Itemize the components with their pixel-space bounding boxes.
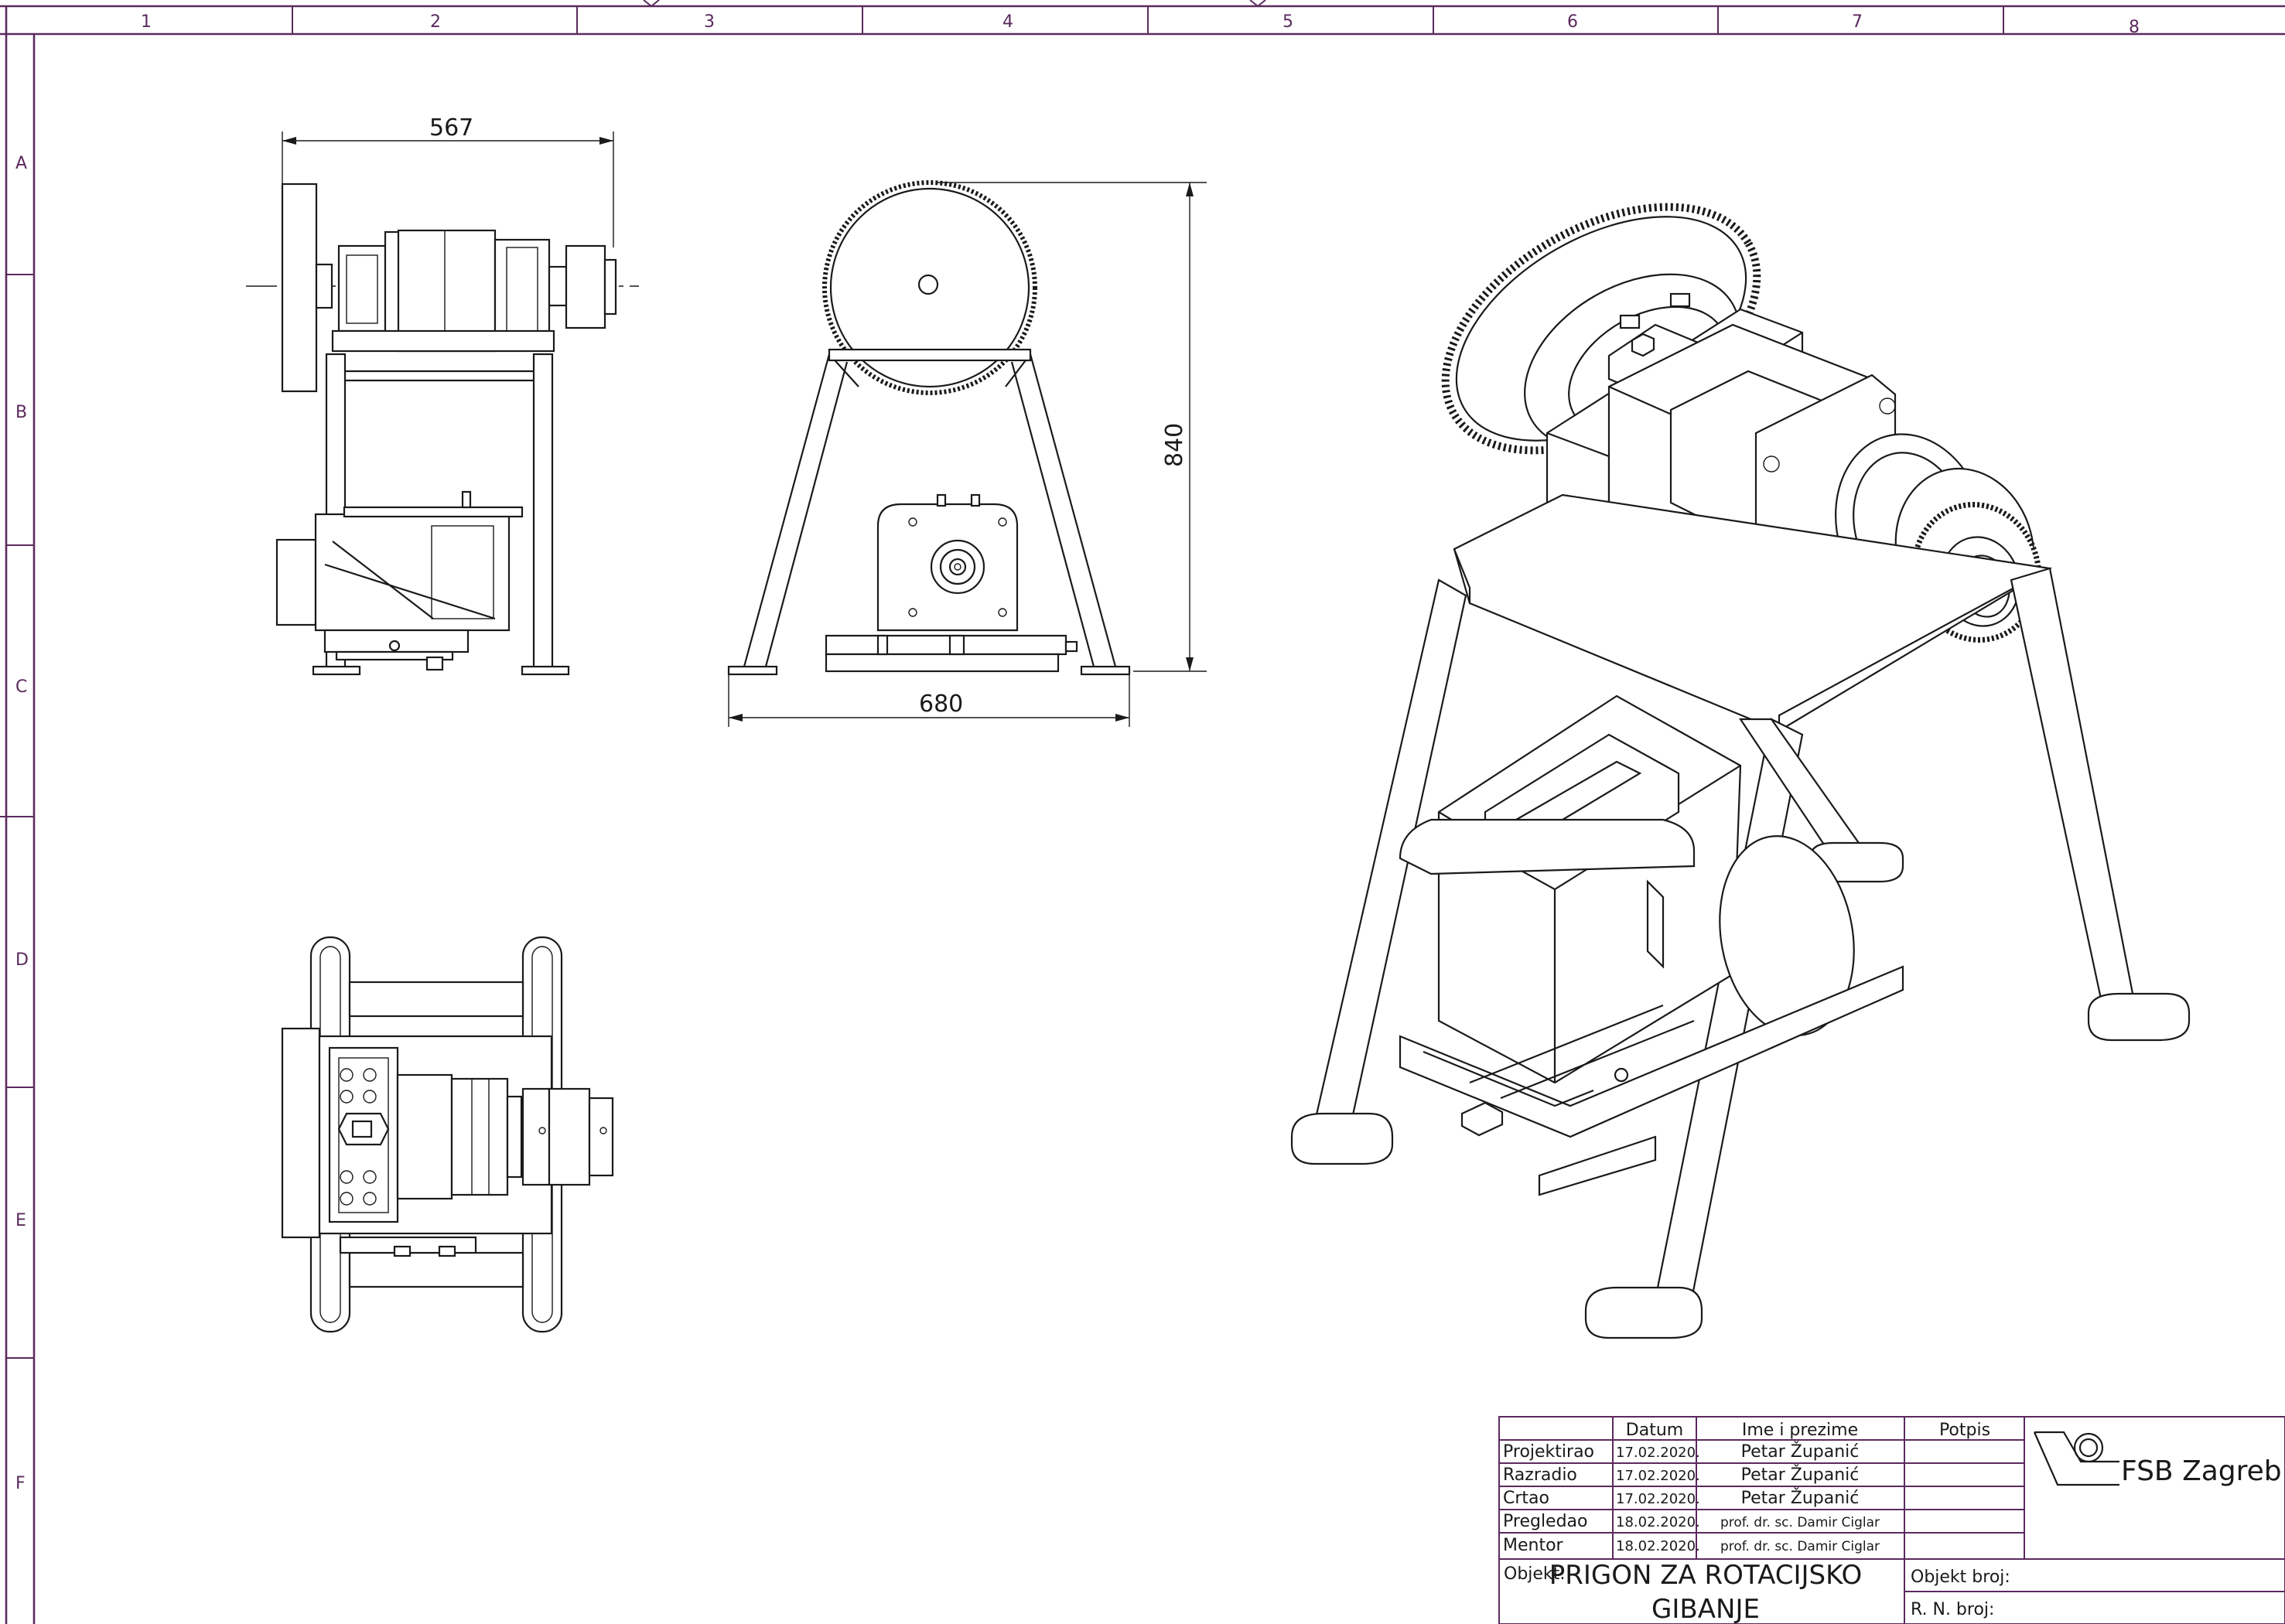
zone-row-c: C (15, 677, 27, 697)
zone-row-a: A (15, 154, 27, 173)
title-row-name: prof. dr. sc. Damir Ciglar (1720, 1539, 1880, 1554)
zone-col-7: 7 (1852, 12, 1863, 32)
institution-name: FSB Zagreb (2121, 1455, 2282, 1487)
title-row-role: Crtao (1503, 1489, 1549, 1508)
zone-row-d: D (15, 950, 29, 970)
title-row-date: 17.02.2020. (1616, 1445, 1700, 1461)
zone-column-labels: 1 2 3 4 5 6 7 8 (141, 12, 2140, 37)
zone-col-2: 2 (430, 12, 441, 32)
object-title-line2: GIBANJE (1651, 1594, 1760, 1624)
title-row-date: 18.02.2020. (1616, 1538, 1700, 1554)
title-header-signature: Potpis (1939, 1421, 1990, 1440)
title-row-role: Razradio (1503, 1465, 1577, 1485)
zone-col-6: 6 (1567, 12, 1578, 32)
title-header-name: Ime i prezime (1742, 1421, 1858, 1440)
dimension-840: 840 (936, 182, 1207, 672)
dimension-680-label: 680 (919, 691, 963, 718)
object-number-label: Objekt broj: (1911, 1568, 2010, 1587)
object-label: Objekt: (1504, 1564, 1566, 1584)
title-row-date: 17.02.2020. (1616, 1491, 1700, 1507)
isometric-view (1290, 203, 2191, 1339)
dimension-680: 680 (728, 674, 1130, 727)
zone-row-e: E (15, 1211, 26, 1230)
top-view (281, 936, 614, 1333)
title-row-role: Projektirao (1503, 1442, 1594, 1462)
dimension-567-label: 567 (429, 114, 473, 142)
title-row-date: 18.02.2020. (1616, 1514, 1700, 1530)
zone-row-f: F (15, 1474, 26, 1493)
zone-col-1: 1 (141, 12, 152, 32)
fsb-logo (2033, 1431, 2119, 1486)
zone-col-5: 5 (1283, 12, 1293, 32)
zone-col-3: 3 (704, 12, 715, 32)
dimension-840-label: 840 (1161, 423, 1188, 467)
side-view: 567 (246, 114, 639, 676)
title-row-name: Petar Županić (1741, 1465, 1860, 1485)
title-row-name: Petar Županić (1741, 1488, 1860, 1508)
zone-row-b: B (15, 403, 27, 422)
object-title-line1: PRIGON ZA ROTACIJSKO (1549, 1560, 1863, 1591)
zone-col-8: 8 (2129, 18, 2140, 37)
title-row-date: 17.02.2020. (1616, 1468, 1700, 1484)
title-block: Datum Ime i prezime Potpis Projektirao 1… (1498, 1416, 2285, 1624)
title-row-role: Pregledao (1503, 1512, 1588, 1531)
zone-col-4: 4 (1002, 12, 1013, 32)
rn-number-label: R. N. broj: (1911, 1600, 1994, 1619)
dimension-567: 567 (282, 114, 614, 247)
title-row-name: Petar Županić (1741, 1441, 1860, 1462)
zone-row-labels: A B C D E F (15, 154, 29, 1493)
title-header-date: Datum (1626, 1421, 1683, 1440)
front-view: 680 840 (727, 180, 1207, 727)
title-row-role: Mentor (1503, 1536, 1564, 1555)
title-row-name: prof. dr. sc. Damir Ciglar (1720, 1515, 1880, 1530)
